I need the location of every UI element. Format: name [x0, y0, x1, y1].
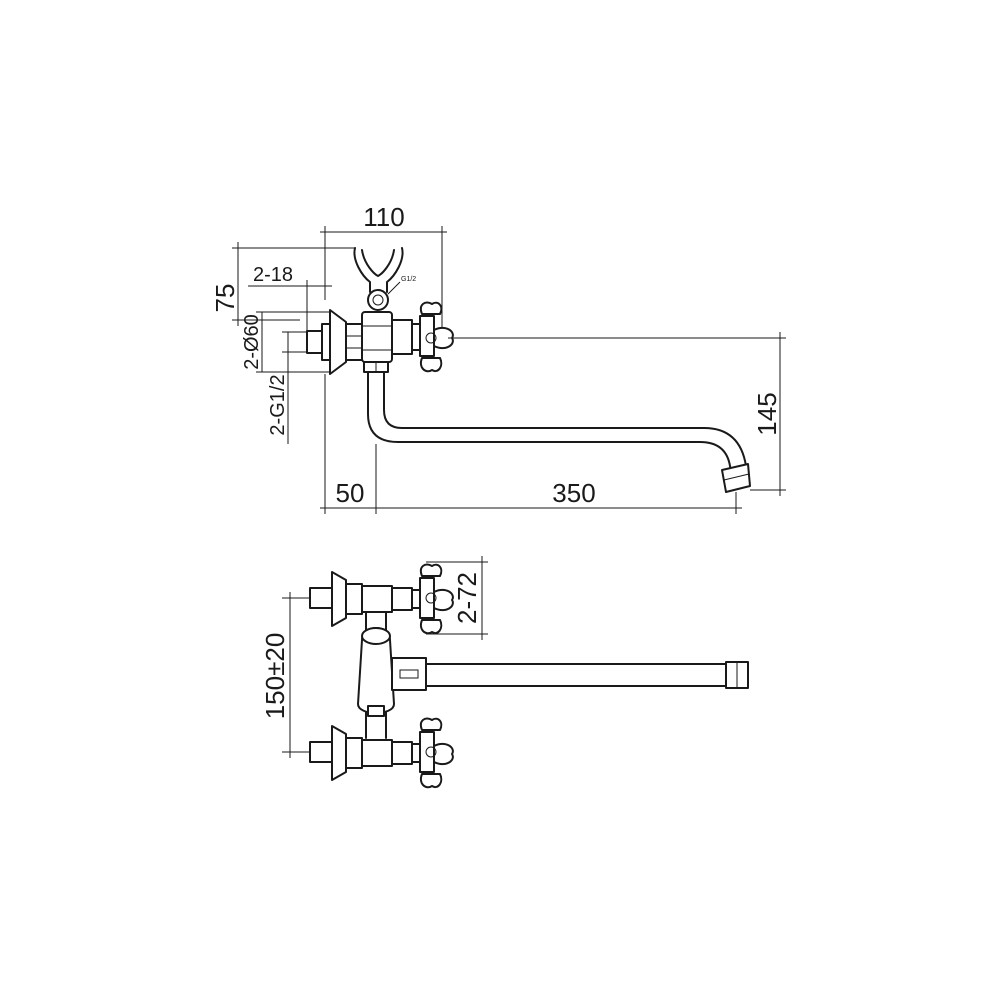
dimension-2-g12-label: 2-G1/2: [267, 374, 289, 435]
wall-connector: [306, 309, 363, 375]
upper-valve: [309, 571, 421, 627]
shower-holder: G1/2: [353, 247, 416, 311]
top-view: 2-72 150±20: [260, 556, 749, 789]
shower-thread-label: G1/2: [401, 276, 416, 283]
dimension-150-20: 150±20: [260, 592, 316, 758]
dimension-110-label: 110: [363, 202, 404, 232]
vertical-body: [357, 611, 427, 739]
dimension-2-18-label: 2-18: [253, 264, 293, 286]
dimension-50-label: 50: [336, 478, 365, 508]
dimension-2-72: 2-72: [426, 556, 488, 640]
dimension-75: 75: [210, 242, 355, 326]
cross-handle-side: [419, 301, 454, 373]
cross-handle-lower: [419, 717, 454, 789]
dimension-2-d60: 2-Ø60: [241, 311, 332, 373]
dimension-50-350: 50 350: [320, 374, 742, 514]
dimension-145-label: 145: [752, 392, 782, 435]
lower-valve: [309, 725, 421, 781]
side-view: 110 75 2-18 2-Ø60 2-G1/2: [210, 202, 786, 514]
dimension-110: 110: [320, 202, 447, 330]
dimension-150-20-label: 150±20: [260, 633, 290, 720]
dimension-2-72-label: 2-72: [452, 572, 482, 624]
spout-top: [425, 661, 749, 689]
dimension-2-d60-label: 2-Ø60: [241, 314, 263, 370]
dimension-75-label: 75: [210, 284, 240, 313]
dimension-2-18: 2-18: [248, 264, 332, 334]
spout: [367, 371, 751, 493]
dimension-2-g12: 2-G1/2: [267, 331, 312, 444]
dimension-350-label: 350: [552, 478, 595, 508]
dimension-145: 145: [750, 332, 786, 496]
cross-handle-upper: [419, 563, 454, 635]
mixer-body: [361, 311, 421, 373]
